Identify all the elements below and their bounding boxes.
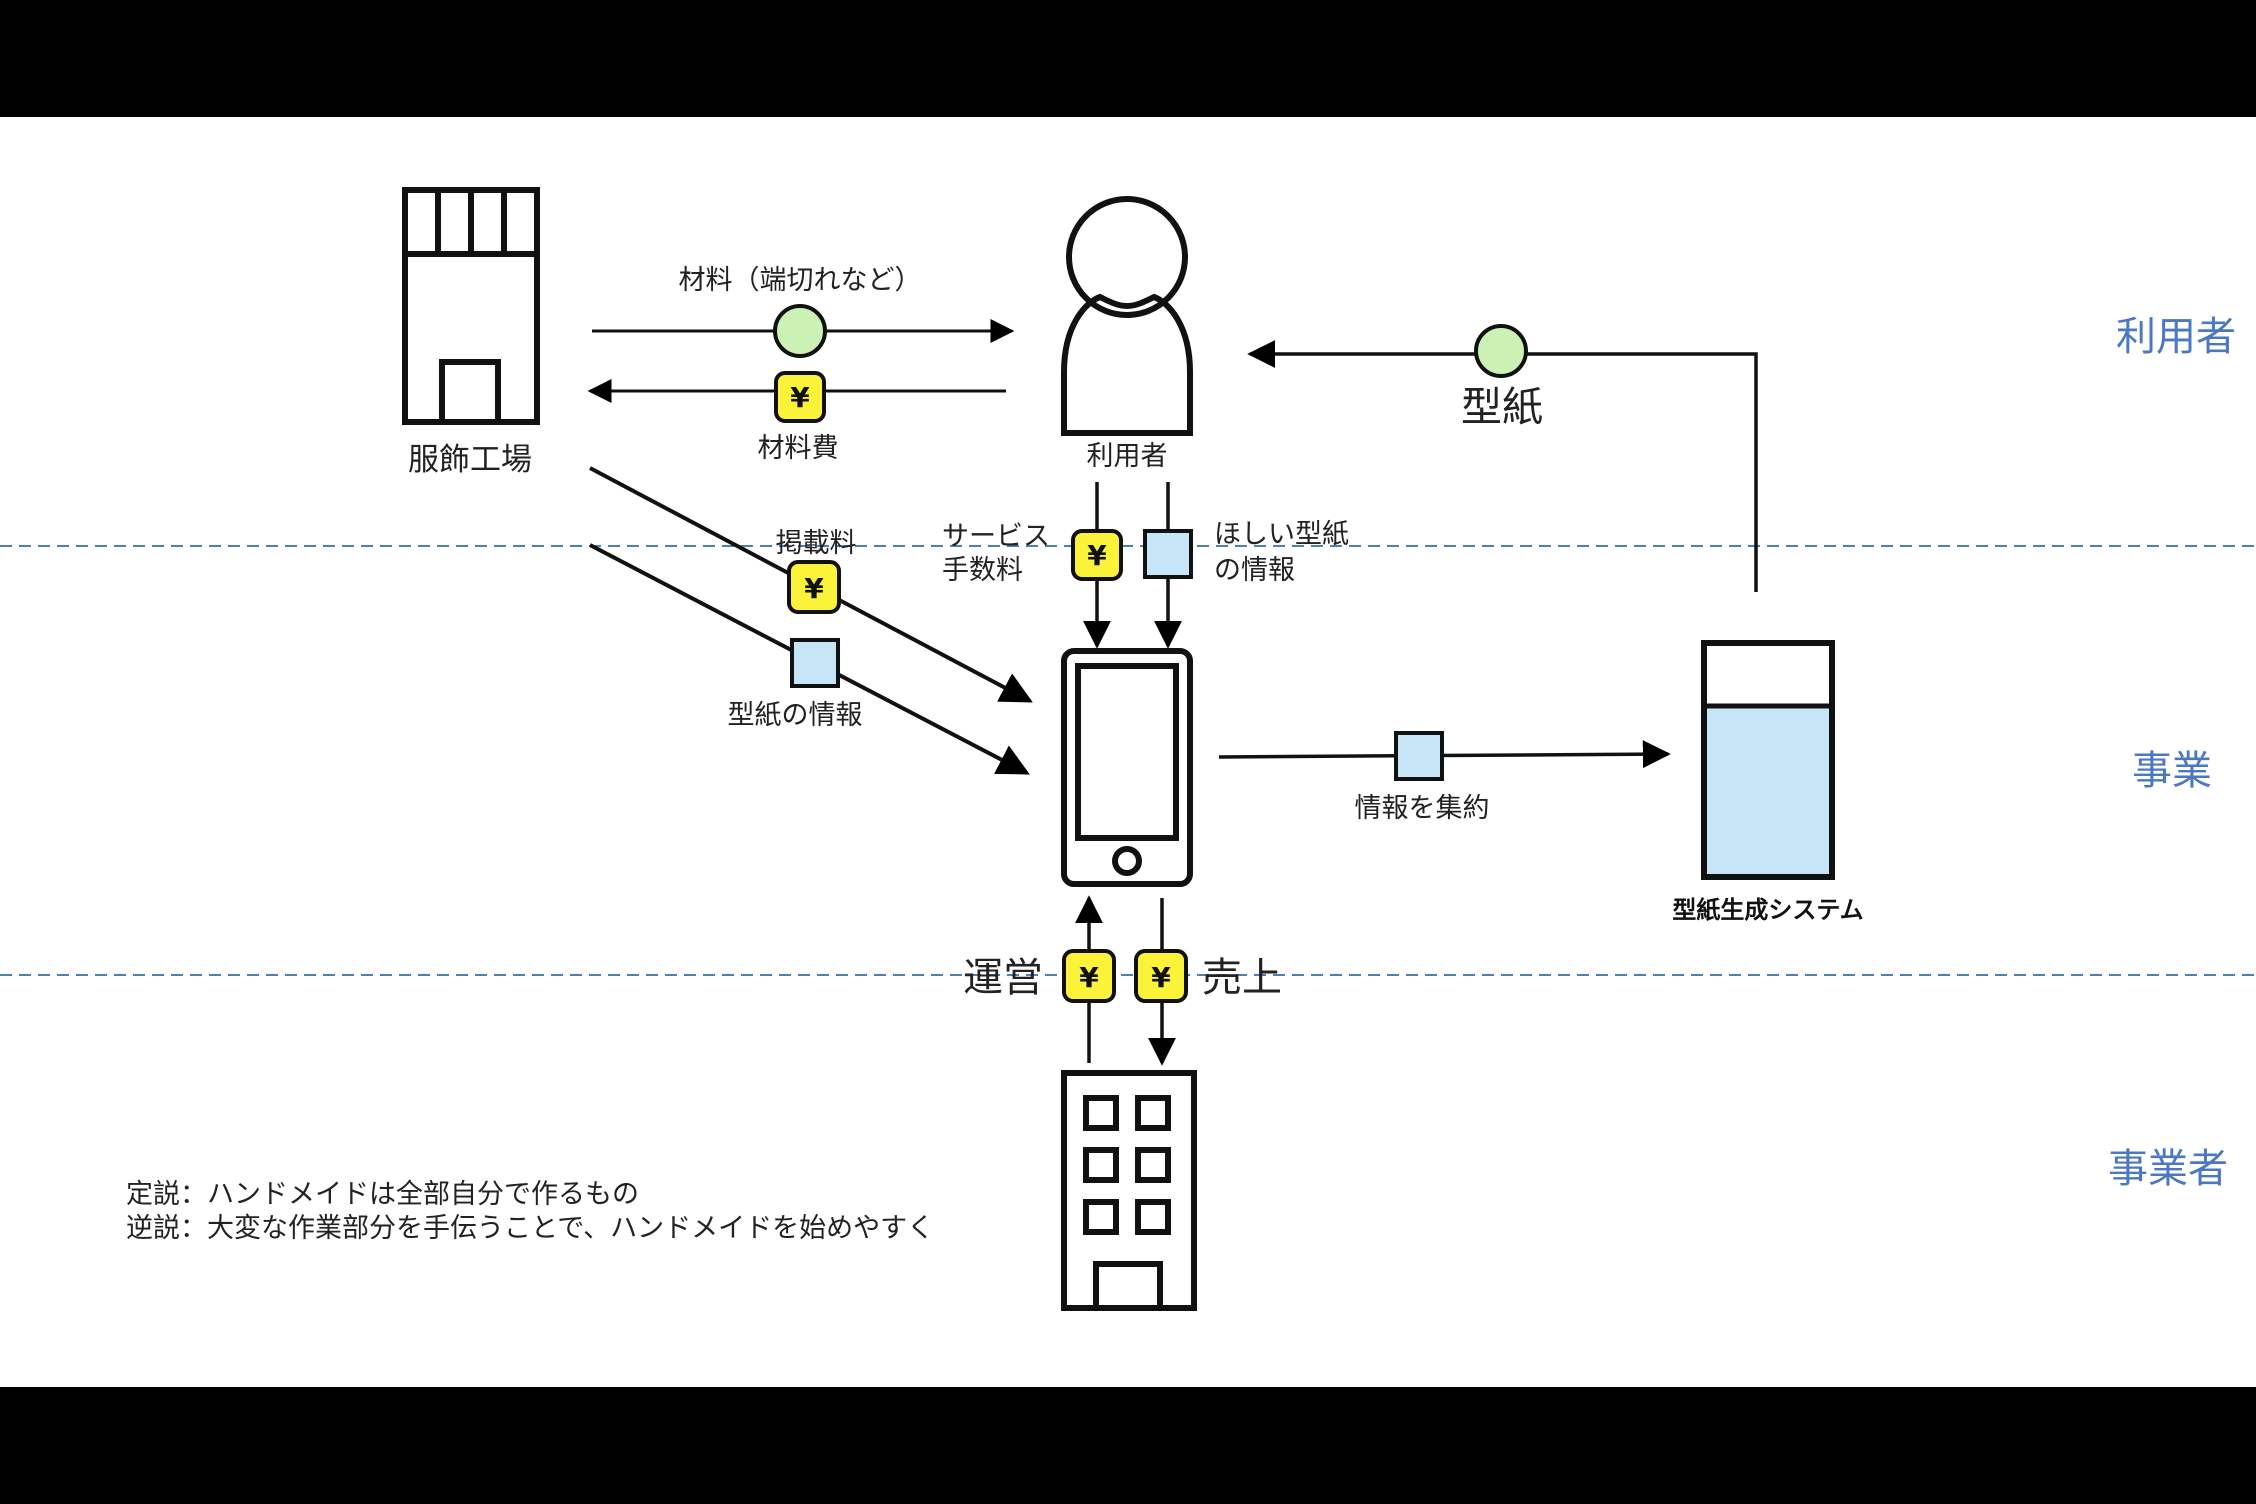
pattern-label: 型紙 xyxy=(1461,383,1543,431)
office-building-icon xyxy=(1061,1070,1197,1311)
user-icon xyxy=(1061,196,1193,436)
wanted-info-label-line1: ほしい型紙 xyxy=(1214,519,1349,550)
yen-symbol: ¥ xyxy=(1087,539,1107,572)
service-fee-label-line1: サービス xyxy=(942,521,1050,552)
operation-label: 運営 xyxy=(963,955,1043,1001)
pattern-arrow xyxy=(1247,340,1758,592)
yen-token-service-fee: ¥ xyxy=(1071,529,1123,581)
yen-token-sales: ¥ xyxy=(1134,949,1188,1003)
band-label-user: 利用者 xyxy=(2116,314,2236,360)
material-cost-label: 材料費 xyxy=(758,433,839,464)
yen-symbol: ¥ xyxy=(804,572,824,605)
bottom-letterbox xyxy=(0,1387,2256,1504)
info-token-aggregate xyxy=(1394,731,1444,781)
factory-label: 服飾工場 xyxy=(408,442,532,478)
listing-fee-label: 掲載料 xyxy=(776,528,857,559)
info-token-wanted-info xyxy=(1143,529,1193,579)
diagram-canvas xyxy=(0,117,2256,1387)
system-label: 型紙生成システム xyxy=(1672,896,1863,924)
yen-symbol: ¥ xyxy=(790,381,810,414)
service-fee-label-line2: 手数料 xyxy=(942,555,1023,586)
yen-symbol: ¥ xyxy=(1151,961,1171,994)
band-label-operator: 事業者 xyxy=(2108,1146,2228,1192)
sales-label: 売上 xyxy=(1202,955,1282,1001)
aggregate-label: 情報を集約 xyxy=(1355,793,1490,824)
yen-token-operation: ¥ xyxy=(1062,949,1116,1003)
pattern-info-label: 型紙の情報 xyxy=(728,700,863,731)
yen-token-material-cost: ¥ xyxy=(774,371,826,423)
yen-token-listing-fee: ¥ xyxy=(787,560,841,614)
info-token-pattern-info xyxy=(790,638,840,688)
materials-label: 材料（端切れなど） xyxy=(679,265,922,296)
goods-token-pattern xyxy=(1474,324,1528,378)
hypothesis-conventional: 定説：ハンドメイドは全部自分で作るもの xyxy=(126,1179,639,1210)
wanted-info-label-line2: の情報 xyxy=(1214,555,1295,586)
factory-icon xyxy=(402,187,540,425)
band-label-business: 事業 xyxy=(2132,748,2212,794)
user-label: 利用者 xyxy=(1087,441,1168,472)
database-icon xyxy=(1701,640,1835,880)
smartphone-icon xyxy=(1061,648,1193,887)
top-letterbox xyxy=(0,0,2256,117)
yen-symbol: ¥ xyxy=(1079,961,1099,994)
hypothesis-contrarian: 逆説：大変な作業部分を手伝うことで、ハンドメイドを始めやすく xyxy=(126,1213,934,1244)
goods-token-materials xyxy=(773,304,827,358)
